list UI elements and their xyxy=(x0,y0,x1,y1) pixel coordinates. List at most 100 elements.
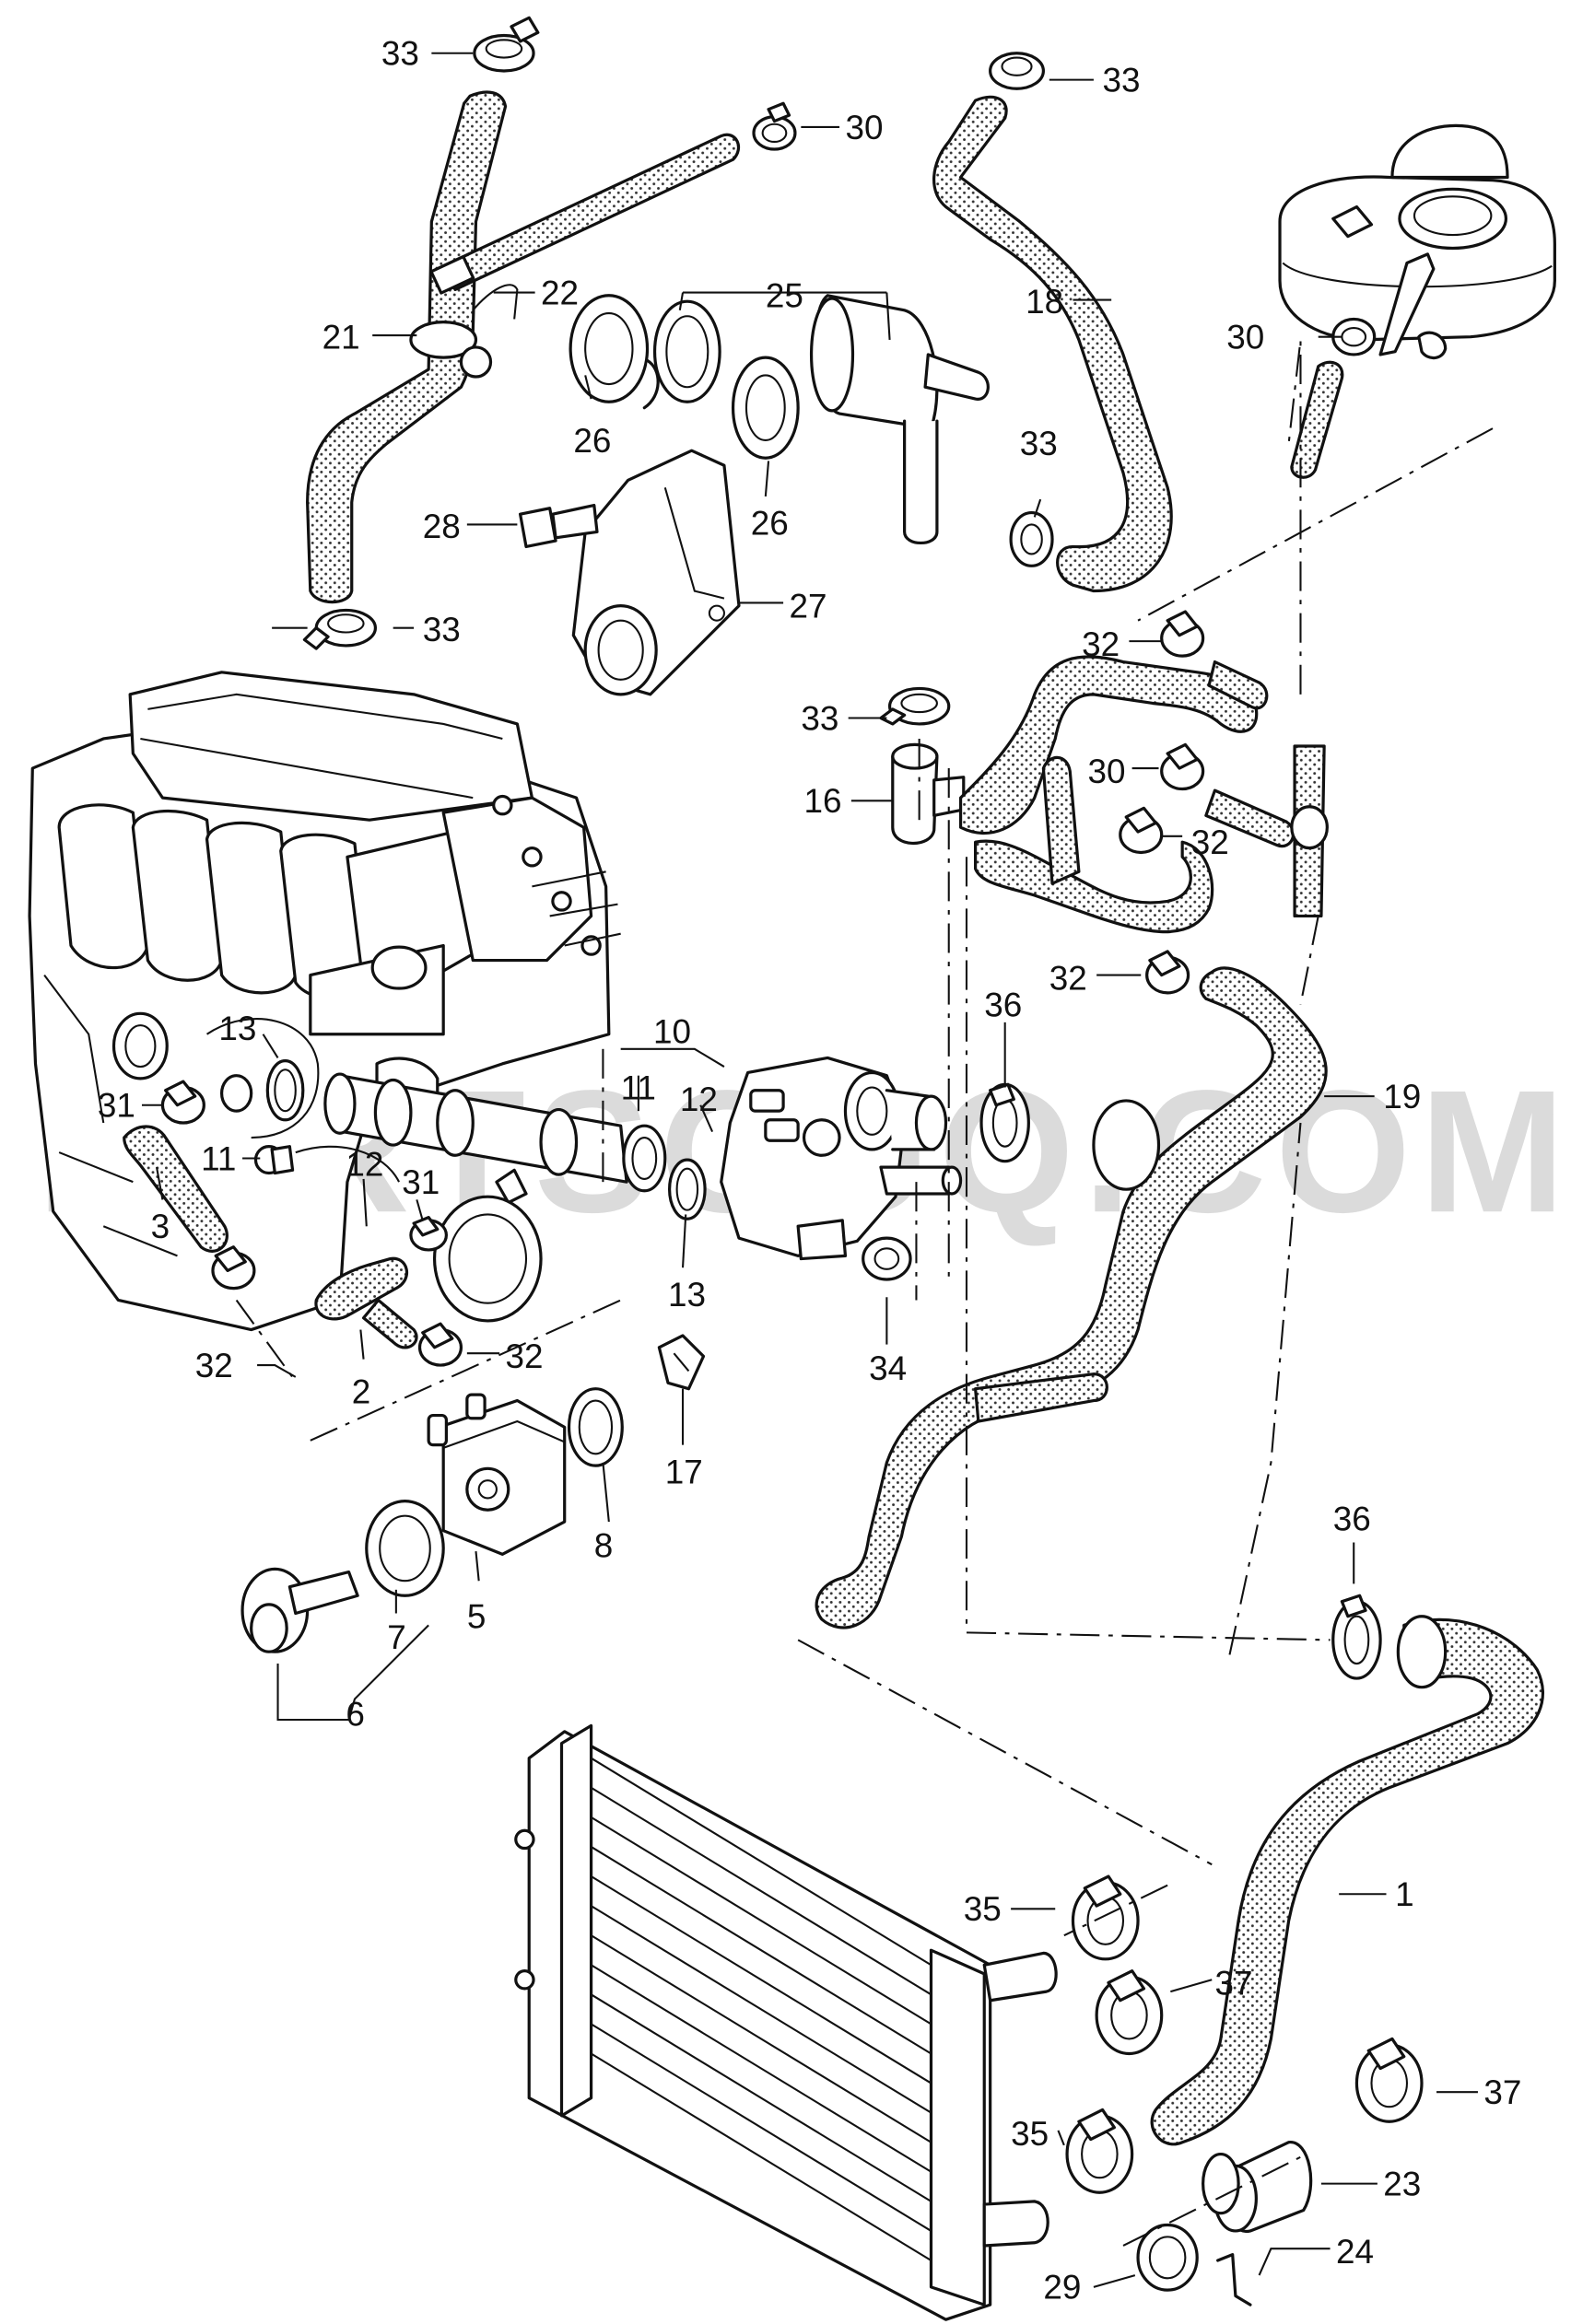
callout-33: 33 xyxy=(1103,61,1141,99)
hose-clamp-35-upper xyxy=(1071,1874,1140,1961)
hose-3 xyxy=(123,1125,229,1253)
expansion-tank xyxy=(1278,123,1556,360)
callout-33: 33 xyxy=(381,35,419,73)
fitting-11-small xyxy=(219,1074,528,1205)
bracket-27 xyxy=(571,449,741,696)
hose-1 xyxy=(1150,1617,1544,2146)
callout-36: 36 xyxy=(1333,1501,1371,1538)
routing-lines xyxy=(235,339,1494,2247)
gasket-large xyxy=(432,1195,543,1323)
callout-13: 13 xyxy=(218,1010,256,1047)
callout-33: 33 xyxy=(1020,425,1058,462)
callout-11: 11 xyxy=(201,1139,236,1177)
radiator xyxy=(514,1723,1058,2321)
callout-21: 21 xyxy=(322,319,360,356)
callout-5: 5 xyxy=(467,1598,487,1636)
pipe-16 xyxy=(891,742,966,846)
callout-12: 12 xyxy=(680,1080,718,1118)
hose-clamp-36-upper xyxy=(979,1082,1030,1163)
callout-10: 10 xyxy=(653,1012,691,1050)
clip-24 xyxy=(1216,2253,1252,2306)
callout-31: 31 xyxy=(402,1163,440,1201)
callout-8: 8 xyxy=(594,1527,614,1565)
seal-ring-8 xyxy=(567,1387,624,1467)
oil-cooler-5 xyxy=(427,1393,567,1556)
callout-23: 23 xyxy=(1383,2165,1421,2202)
hose-branch-lower xyxy=(974,839,1214,934)
callout-12: 12 xyxy=(346,1146,383,1184)
callout-24: 24 xyxy=(1336,2233,1374,2271)
hose-clamp-33-top-right xyxy=(989,52,1045,90)
callout-32: 32 xyxy=(195,1347,233,1384)
hose-clamp-33-top-left xyxy=(473,16,540,73)
callout-22: 22 xyxy=(541,274,579,311)
hose-clamp-32-center-right xyxy=(1145,950,1190,995)
bracket-22 xyxy=(472,284,519,320)
bolt-28 xyxy=(518,503,599,549)
hose-18 xyxy=(932,95,1173,593)
hose-branch-mid xyxy=(1041,755,1081,885)
coolant-pipe-assembly-10 xyxy=(323,1072,667,1193)
callout-29: 29 xyxy=(1043,2269,1081,2306)
callout-17: 17 xyxy=(665,1453,703,1490)
callout-30: 30 xyxy=(845,109,883,146)
callout-32: 32 xyxy=(1049,960,1087,998)
hose-joint xyxy=(1290,805,1329,850)
hose-tank-outlet xyxy=(1290,360,1344,479)
callout-35: 35 xyxy=(1011,2115,1049,2153)
hose-clamp-34 xyxy=(862,1236,912,1281)
hose-stub-right xyxy=(1204,788,1295,848)
hose-19-branch xyxy=(974,1372,1108,1423)
hose-branch-upper xyxy=(958,655,1259,835)
callout-2: 2 xyxy=(352,1373,371,1411)
callout-11: 11 xyxy=(621,1069,656,1106)
callout-32: 32 xyxy=(1082,625,1120,663)
plug-11 xyxy=(253,1145,295,1175)
hose-stub-upper-right xyxy=(1207,660,1269,710)
callout-19: 19 xyxy=(1383,1078,1421,1115)
o-ring-13-lower xyxy=(667,1158,707,1220)
callout-30: 30 xyxy=(1226,319,1264,356)
hose-clamp-33-pump xyxy=(1009,510,1054,567)
engine-flange-seal xyxy=(111,1011,169,1080)
callout-7: 7 xyxy=(387,1618,406,1656)
coolant-flange-housing xyxy=(720,1056,963,1261)
hose-clamp-37-upper xyxy=(1095,1969,1164,2056)
o-ring-29 xyxy=(1136,2223,1199,2292)
callout-32: 32 xyxy=(506,1337,544,1375)
clip-17 xyxy=(657,1334,706,1391)
hose-clamp-36-lower xyxy=(1331,1594,1382,1680)
callout-26: 26 xyxy=(751,505,789,543)
callout-30: 30 xyxy=(1088,753,1126,790)
callout-18: 18 xyxy=(1026,283,1063,321)
hose-clamp-32-lower-left xyxy=(211,1245,256,1290)
hose-clamp-32-lower-center xyxy=(417,1322,463,1367)
callout-33: 33 xyxy=(423,611,461,648)
connector-23 xyxy=(1202,2141,1313,2233)
hose-2 xyxy=(314,1256,409,1321)
hose-clamp-33-left xyxy=(302,608,378,650)
hose-clamp-30-top xyxy=(752,101,797,151)
callout-34: 34 xyxy=(869,1349,907,1387)
coolant-pump-assembly-25 xyxy=(569,294,990,544)
hose-assembly-21 xyxy=(306,90,740,604)
seal-ring-7 xyxy=(365,1500,445,1597)
hose-clamp-37-lower xyxy=(1354,2037,1424,2123)
hose-clamp-32-upper-right xyxy=(1160,610,1205,658)
callout-33: 33 xyxy=(801,699,838,737)
o-ring-13-upper xyxy=(265,1059,305,1122)
cooler-flange-6 xyxy=(240,1567,359,1653)
callout-31: 31 xyxy=(98,1087,135,1125)
hose-19-end xyxy=(1092,1099,1161,1191)
callout-6: 6 xyxy=(346,1695,365,1733)
callout-16: 16 xyxy=(804,782,842,820)
hose-clamp-32-right-lower xyxy=(1119,806,1164,855)
hose-clamp-30-right xyxy=(1160,742,1205,791)
callout-37: 37 xyxy=(1214,1964,1252,2002)
callout-32: 32 xyxy=(1191,823,1229,861)
hose-19 xyxy=(815,966,1328,1629)
callout-labels: 33 30 33 22 25 18 21 30 26 26 33 28 27 3… xyxy=(98,35,1522,2306)
hose-1-end xyxy=(1396,1615,1448,1689)
callout-35: 35 xyxy=(964,1890,1002,1928)
